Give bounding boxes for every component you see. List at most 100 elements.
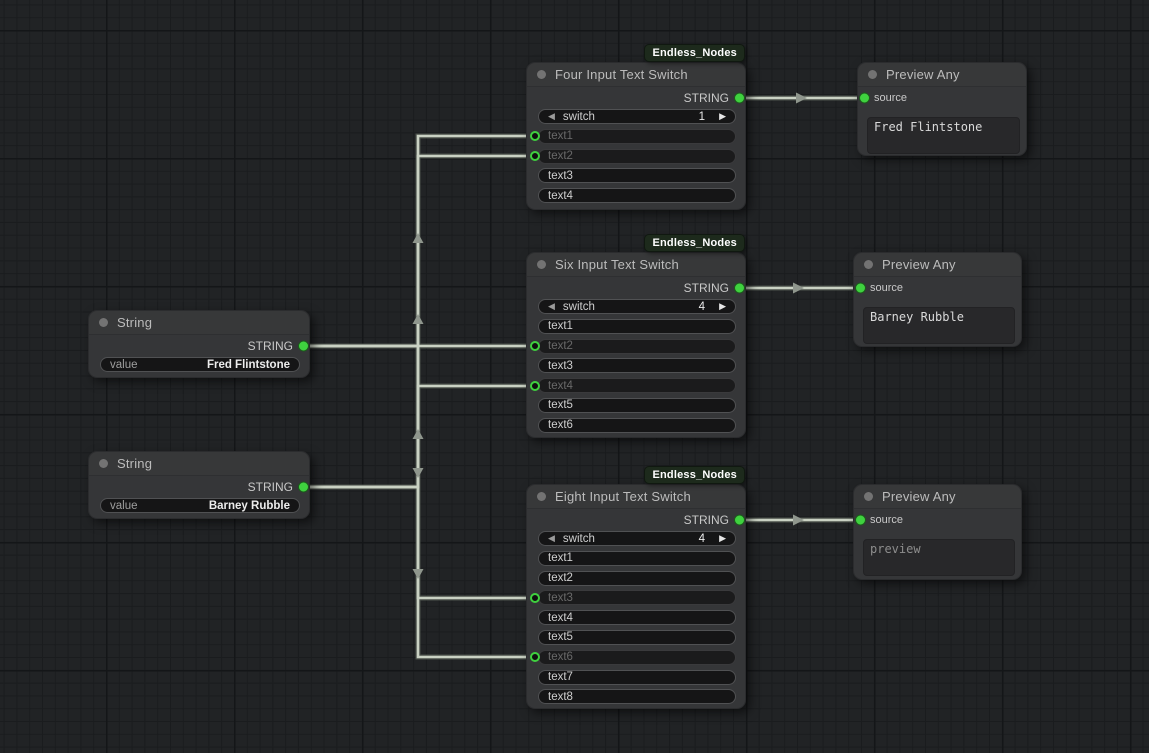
text-input-row[interactable]: text3 <box>538 168 736 184</box>
node-preview-2-titlebar[interactable]: Preview Any <box>854 253 1021 277</box>
collapse-dot-icon[interactable] <box>537 70 546 79</box>
input-socket-icon[interactable] <box>530 151 540 162</box>
text-input-row[interactable]: text5 <box>538 397 736 413</box>
input-socket-icon[interactable] <box>530 131 540 142</box>
output-slot-string: STRING <box>527 277 745 299</box>
node-six-input-text-switch[interactable]: Endless_Nodes Six Input Text Switch STRI… <box>526 234 746 438</box>
node-eight-input-text-switch[interactable]: Endless_Nodes Eight Input Text Switch ST… <box>526 466 746 709</box>
switch-next-icon[interactable]: ▶ <box>719 301 726 311</box>
node-title: Preview Any <box>882 489 956 504</box>
node-eight-titlebar[interactable]: Eight Input Text Switch <box>527 485 745 509</box>
switch-next-icon[interactable]: ▶ <box>719 111 726 121</box>
node-preview-3-titlebar[interactable]: Preview Any <box>854 485 1021 509</box>
input-slot-source: source <box>854 509 1021 531</box>
text-input-row[interactable]: text4 <box>538 188 736 204</box>
switch-prev-icon[interactable]: ◀ <box>548 301 555 311</box>
collapse-dot-icon[interactable] <box>99 318 108 327</box>
value-widget[interactable]: value Fred Flintstone <box>100 357 300 372</box>
preview-text-area[interactable]: preview <box>863 539 1015 576</box>
input-socket-icon[interactable] <box>855 514 866 526</box>
input-socket-icon[interactable] <box>530 341 540 352</box>
text-input-row[interactable]: text6 <box>530 649 736 665</box>
node-six-titlebar[interactable]: Six Input Text Switch <box>527 253 745 277</box>
switch-value: 4 <box>698 300 706 313</box>
output-socket-icon[interactable] <box>734 282 745 294</box>
preview-text-area[interactable]: Fred Flintstone <box>867 117 1020 154</box>
text-input-row[interactable]: text1 <box>538 550 736 566</box>
text-input-row[interactable]: text2 <box>530 338 736 354</box>
collapse-dot-icon[interactable] <box>537 260 546 269</box>
switch-prev-icon[interactable]: ◀ <box>548 111 555 121</box>
text-input-label: text2 <box>548 340 573 353</box>
text-input-row[interactable]: text6 <box>538 417 736 433</box>
text-input-label: text5 <box>548 399 573 412</box>
preview-text-area[interactable]: Barney Rubble <box>863 307 1015 344</box>
text-input-row[interactable]: text5 <box>538 629 736 645</box>
node-string-2[interactable]: String STRING value Barney Rubble <box>88 451 310 519</box>
text-input-row[interactable]: text2 <box>538 570 736 586</box>
text-input-row[interactable]: text4 <box>530 378 736 394</box>
node-four-input-text-switch[interactable]: Endless_Nodes Four Input Text Switch STR… <box>526 44 746 210</box>
input-slot-label: source <box>874 92 908 104</box>
text-input-label: text1 <box>548 130 573 143</box>
value-widget[interactable]: value Barney Rubble <box>100 498 300 513</box>
endless-nodes-badge: Endless_Nodes <box>644 234 745 252</box>
text-input-row[interactable]: text1 <box>538 318 736 334</box>
collapse-dot-icon[interactable] <box>868 70 877 79</box>
output-socket-icon[interactable] <box>298 340 309 352</box>
input-slot-label: source <box>870 514 904 526</box>
text-input-label: text4 <box>548 379 573 392</box>
node-string-2-titlebar[interactable]: String <box>89 452 309 476</box>
node-string-1[interactable]: String STRING value Fred Flintstone <box>88 310 310 378</box>
input-socket-icon[interactable] <box>855 282 866 294</box>
text-input-label: text6 <box>548 651 573 664</box>
node-preview-any-1[interactable]: Preview Any source Fred Flintstone <box>857 62 1027 156</box>
text-input-label: text7 <box>548 671 573 684</box>
node-preview-1-titlebar[interactable]: Preview Any <box>858 63 1026 87</box>
node-four-titlebar[interactable]: Four Input Text Switch <box>527 63 745 87</box>
output-socket-icon[interactable] <box>734 514 745 526</box>
node-preview-any-3[interactable]: Preview Any source preview <box>853 484 1022 580</box>
node-preview-any-2[interactable]: Preview Any source Barney Rubble <box>853 252 1022 347</box>
collapse-dot-icon[interactable] <box>864 260 873 269</box>
input-slot-label: source <box>870 282 904 294</box>
input-slot-source: source <box>858 87 1026 109</box>
switch-prev-icon[interactable]: ◀ <box>548 533 555 543</box>
node-string-1-titlebar[interactable]: String <box>89 311 309 335</box>
input-socket-icon[interactable] <box>530 652 540 663</box>
switch-widget[interactable]: ◀ switch 4 ▶ <box>538 299 736 314</box>
text-input-row[interactable]: text3 <box>538 358 736 374</box>
text-input-row[interactable]: text4 <box>538 610 736 626</box>
input-slot-source: source <box>854 277 1021 299</box>
output-socket-icon[interactable] <box>298 481 309 493</box>
output-slot-label: STRING <box>683 281 729 295</box>
collapse-dot-icon[interactable] <box>99 459 108 468</box>
collapse-dot-icon[interactable] <box>537 492 546 501</box>
text-input-label: text3 <box>548 359 573 372</box>
text-input-row[interactable]: text2 <box>530 148 736 164</box>
output-slot-label: STRING <box>683 91 729 105</box>
text-input-row[interactable]: text1 <box>530 128 736 144</box>
text-input-label: text4 <box>548 189 573 202</box>
switch-widget[interactable]: ◀ switch 4 ▶ <box>538 531 736 546</box>
output-slot-string: STRING <box>527 509 745 531</box>
input-socket-icon[interactable] <box>530 592 540 603</box>
input-socket-icon[interactable] <box>859 92 870 104</box>
output-socket-icon[interactable] <box>734 92 745 104</box>
text-input-label: text5 <box>548 631 573 644</box>
wire-direction-arrows <box>412 92 807 579</box>
text-input-row[interactable]: text7 <box>538 669 736 685</box>
switch-label: switch <box>562 110 595 123</box>
switch-widget[interactable]: ◀ switch 1 ▶ <box>538 109 736 124</box>
text-input-row[interactable]: text3 <box>530 590 736 606</box>
widget-value: Fred Flintstone <box>206 358 290 371</box>
text-input-row[interactable]: text8 <box>538 689 736 705</box>
collapse-dot-icon[interactable] <box>864 492 873 501</box>
input-socket-icon[interactable] <box>530 380 540 391</box>
output-slot-string: STRING <box>89 335 309 357</box>
switch-next-icon[interactable]: ▶ <box>719 533 726 543</box>
node-title: String <box>117 456 153 471</box>
endless-nodes-badge: Endless_Nodes <box>644 44 745 62</box>
text-input-label: text4 <box>548 611 573 624</box>
